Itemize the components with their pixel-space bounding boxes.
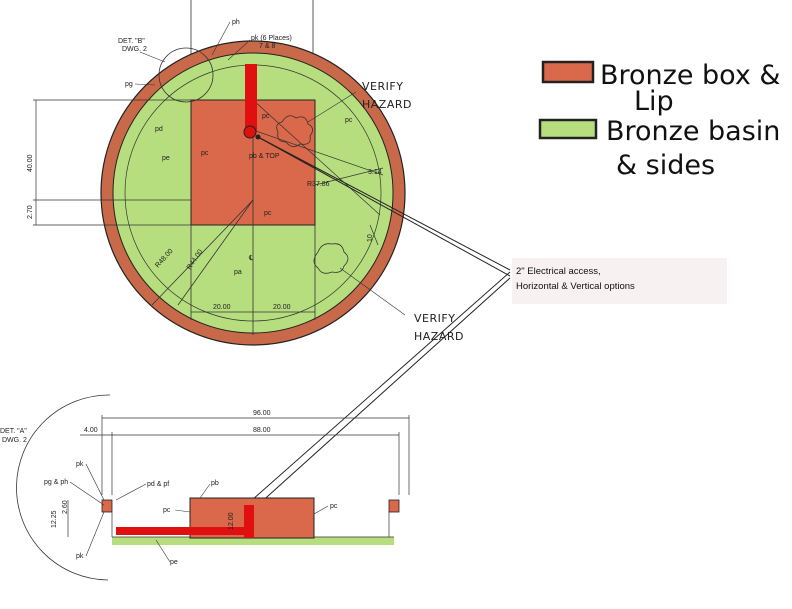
hazard-bottom-verify: VERIFY — [414, 312, 455, 325]
label-pk-places: pk (6 Places) — [251, 35, 292, 42]
conduit-endpoint — [243, 125, 257, 139]
label-pc-left: pc — [163, 507, 171, 514]
centerline-mark: ℄ — [248, 255, 254, 262]
legend-basin-line1: Bronze basin — [606, 116, 780, 147]
electrical-conduit-vertical — [244, 505, 254, 538]
dwg2-a-label: DWG. 2 — [2, 437, 27, 444]
label-pb: pb — [211, 480, 219, 487]
dim-r37: R37.86 — [307, 181, 330, 188]
legend-swatch-basin — [538, 118, 598, 140]
dim-40: 40.00 — [27, 154, 34, 172]
hazard-bottom-hazard: HAZARD — [414, 330, 464, 343]
hazard-cloud-bottom — [313, 243, 349, 274]
dim-10: 10 — [367, 234, 374, 242]
dim-2-70: 2.70 — [27, 205, 34, 219]
hazard-cloud-top — [276, 115, 313, 147]
label-pc-box: pc — [201, 150, 209, 157]
hazard-top-hazard: HAZARD — [362, 98, 412, 111]
dim-20-right: 20.00 — [273, 304, 291, 311]
label-7-8: 7 & 8 — [259, 43, 275, 50]
label-pe: pe — [170, 559, 178, 566]
legend: Bronze box & Lip Bronze basin & sides — [538, 60, 780, 181]
dwg2-b-label: DWG. 2 — [122, 46, 147, 53]
electrical-note: 2" Electrical access, Horizontal & Verti… — [512, 258, 727, 304]
label-pd: pd — [155, 126, 163, 133]
label-small-pc: pc — [345, 117, 353, 124]
hazard-top-verify: VERIFY — [362, 80, 403, 93]
detail-b-circle — [158, 47, 214, 103]
det-a-label: DET. "A" — [0, 428, 27, 435]
plan-view: 40.00 2.70 20.00 20.00 ℄ R48.00 R44.00 R… — [27, 0, 464, 346]
dim-2-60: 2.60 — [62, 500, 69, 514]
dim-88: 88.00 — [253, 427, 271, 434]
section-view: DET. "A" DWG. 2 96.00 88.00 4.00 12.25 2… — [0, 394, 410, 581]
detail-a-arc — [16, 394, 111, 581]
label-pd-pf: pd & pf — [147, 481, 169, 488]
label-pg-ph: pg & ph — [44, 479, 68, 486]
dim-4: 4.00 — [84, 427, 98, 434]
right-lip — [388, 499, 400, 513]
note-line-2: Horizontal & Vertical options — [516, 281, 635, 292]
label-pc-right: pc — [330, 503, 338, 510]
label-pe-left: pe — [162, 155, 170, 162]
label-pa: pa — [234, 269, 242, 276]
label-pk-bottom: pk — [76, 553, 84, 560]
label-pb-top: pb & TOP — [249, 153, 280, 160]
label-ph: ph — [232, 19, 240, 26]
electrical-conduit-horizontal — [116, 527, 246, 535]
dim-20-left: 20.00 — [213, 304, 231, 311]
label-pk-top: pk — [76, 461, 84, 468]
dim-96: 96.00 — [253, 410, 271, 417]
label-pc-lower: pc — [264, 210, 272, 217]
dim-12-00: 12.00 — [228, 512, 235, 530]
left-lip — [101, 499, 113, 513]
dim-12-25: 12.25 — [51, 510, 58, 528]
legend-basin-line2: & sides — [616, 150, 715, 181]
legend-box-line1: Bronze box & — [600, 60, 780, 91]
basin-floor — [112, 537, 394, 545]
label-pg: pg — [125, 81, 133, 88]
electrical-conduit-plan — [245, 64, 257, 132]
note-line-1: 2" Electrical access, — [516, 266, 601, 277]
label-pc-right: pc — [262, 113, 270, 120]
dim-3-14: 3.14 — [368, 169, 382, 176]
legend-box-line2: Lip — [634, 86, 674, 117]
legend-swatch-box — [541, 60, 595, 84]
det-b-label: DET. "B" — [118, 38, 145, 45]
